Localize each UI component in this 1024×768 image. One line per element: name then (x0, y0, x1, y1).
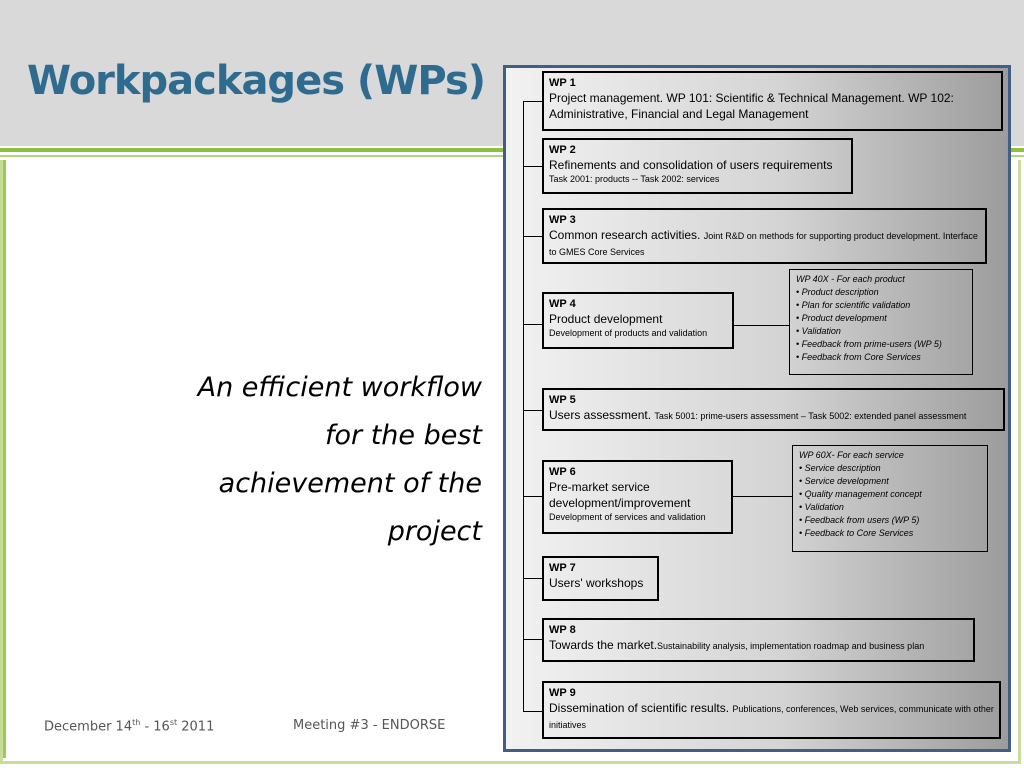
footer-date-start: December 14 (44, 719, 133, 735)
connector-wp1 (523, 101, 543, 102)
footer-date-sep: - 16 (140, 719, 170, 735)
wp40x-item: • Plan for scientific validation (796, 300, 911, 310)
wp-number: WP 9 (549, 687, 576, 699)
wp6-box: WP 6 Pre-market service development/impr… (542, 460, 733, 534)
wp-detail: Task 2001: products -- Task 2002: servic… (549, 174, 720, 184)
footer-date-start-sup: th (132, 718, 141, 727)
wp-detail: Development of products and validation (549, 328, 708, 338)
tagline-line: achievement of the (218, 468, 482, 499)
wp-title: Users assessment. (549, 408, 652, 422)
wp-number: WP 7 (549, 562, 576, 574)
connector-wp2 (523, 166, 543, 167)
wp-title: Users' workshops (549, 576, 644, 590)
wp-number: WP 8 (549, 624, 576, 636)
wp60x-heading: WP 60X- For each service (799, 450, 904, 460)
wp7-box: WP 7 Users' workshops (542, 556, 659, 601)
wp-title: Common research activities. (549, 228, 701, 242)
wp60x-box: WP 60X- For each service • Service descr… (792, 445, 988, 552)
wp40x-item: • Product development (796, 313, 887, 323)
wp4-box: WP 4 Product development Development of … (542, 292, 734, 349)
wp-detail: Task 5001: prime-users assessment – Task… (654, 411, 967, 421)
wp-number: WP 4 (549, 298, 576, 310)
connector-wp6-wp60x (733, 496, 792, 497)
connector-wp9 (523, 711, 543, 712)
wp60x-item: • Service description (799, 463, 881, 473)
wp9-box: WP 9 Dissemination of scientific results… (542, 681, 1001, 739)
wp-title: Dissemination of scientific results. (549, 701, 730, 715)
wp60x-item: • Feedback to Core Services (799, 528, 914, 538)
footer-date-year: 2011 (177, 719, 215, 735)
tagline-line: for the best (324, 420, 482, 451)
wp-number: WP 1 (549, 77, 576, 89)
wp-number: WP 6 (549, 466, 576, 478)
content-frame-left-rule (3, 160, 503, 758)
connector-wp6 (523, 496, 543, 497)
wp-title: Product development (549, 312, 663, 326)
slide-title: Workpackages (WPs) (27, 58, 486, 104)
wp-title: Refinements and consolidation of users r… (549, 158, 833, 172)
wp60x-item: • Quality management concept (799, 489, 922, 499)
wp-title: Towards the market. (549, 638, 658, 652)
footer-date-end-sup: st (169, 718, 178, 727)
wp8-box: WP 8 Towards the market.Sustainability a… (542, 618, 975, 662)
wp60x-item: • Service development (799, 476, 889, 486)
connector-wp5 (523, 410, 543, 411)
connector-wp4 (523, 324, 543, 325)
connector-wp3 (523, 236, 543, 237)
tagline: An efficient workflow for the best achie… (90, 364, 482, 556)
wp40x-item: • Product description (796, 287, 879, 297)
connector-wp8 (523, 639, 543, 640)
wp60x-item: • Validation (799, 502, 844, 512)
wp-title: Project management. WP 101: Scientific &… (549, 91, 954, 121)
wp-detail: Development of services and validation (549, 512, 706, 522)
wp-detail: Joint R&D on methods for supporting prod… (549, 231, 978, 257)
wp-number: WP 2 (549, 144, 576, 156)
wp-number: WP 5 (549, 394, 576, 406)
workpackage-diagram: WP 1 Project management. WP 101: Scienti… (503, 65, 1011, 752)
connector-wp4-wp40x (734, 325, 789, 326)
connector-wp7 (523, 578, 543, 579)
wp40x-item: • Feedback from prime-users (WP 5) (796, 339, 942, 349)
wp-detail: Publications, conferences, Web services,… (549, 704, 994, 730)
diagram-spine (523, 101, 524, 711)
wp1-box: WP 1 Project management. WP 101: Scienti… (542, 71, 1003, 131)
footer-date: December 14th - 16st 2011 (44, 718, 214, 734)
wp40x-item: • Validation (796, 326, 841, 336)
wp5-box: WP 5 Users assessment. Task 5001: prime-… (542, 388, 1005, 431)
wp40x-box: WP 40X - For each product • Product desc… (789, 269, 973, 375)
wp40x-heading: WP 40X - For each product (796, 274, 905, 284)
wp-title: Pre-market service development/improveme… (549, 480, 691, 510)
wp-detail: Sustainability analysis, implementation … (657, 641, 925, 651)
wp60x-item: • Feedback from users (WP 5) (799, 515, 920, 525)
wp2-box: WP 2 Refinements and consolidation of us… (542, 138, 853, 194)
wp3-box: WP 3 Common research activities. Joint R… (542, 208, 987, 264)
footer-meeting: Meeting #3 - ENDORSE (293, 718, 446, 733)
tagline-line: project (387, 516, 482, 547)
wp-number: WP 3 (549, 214, 576, 226)
tagline-line: An efficient workflow (197, 372, 482, 403)
wp40x-item: • Feedback from Core Services (796, 352, 921, 362)
